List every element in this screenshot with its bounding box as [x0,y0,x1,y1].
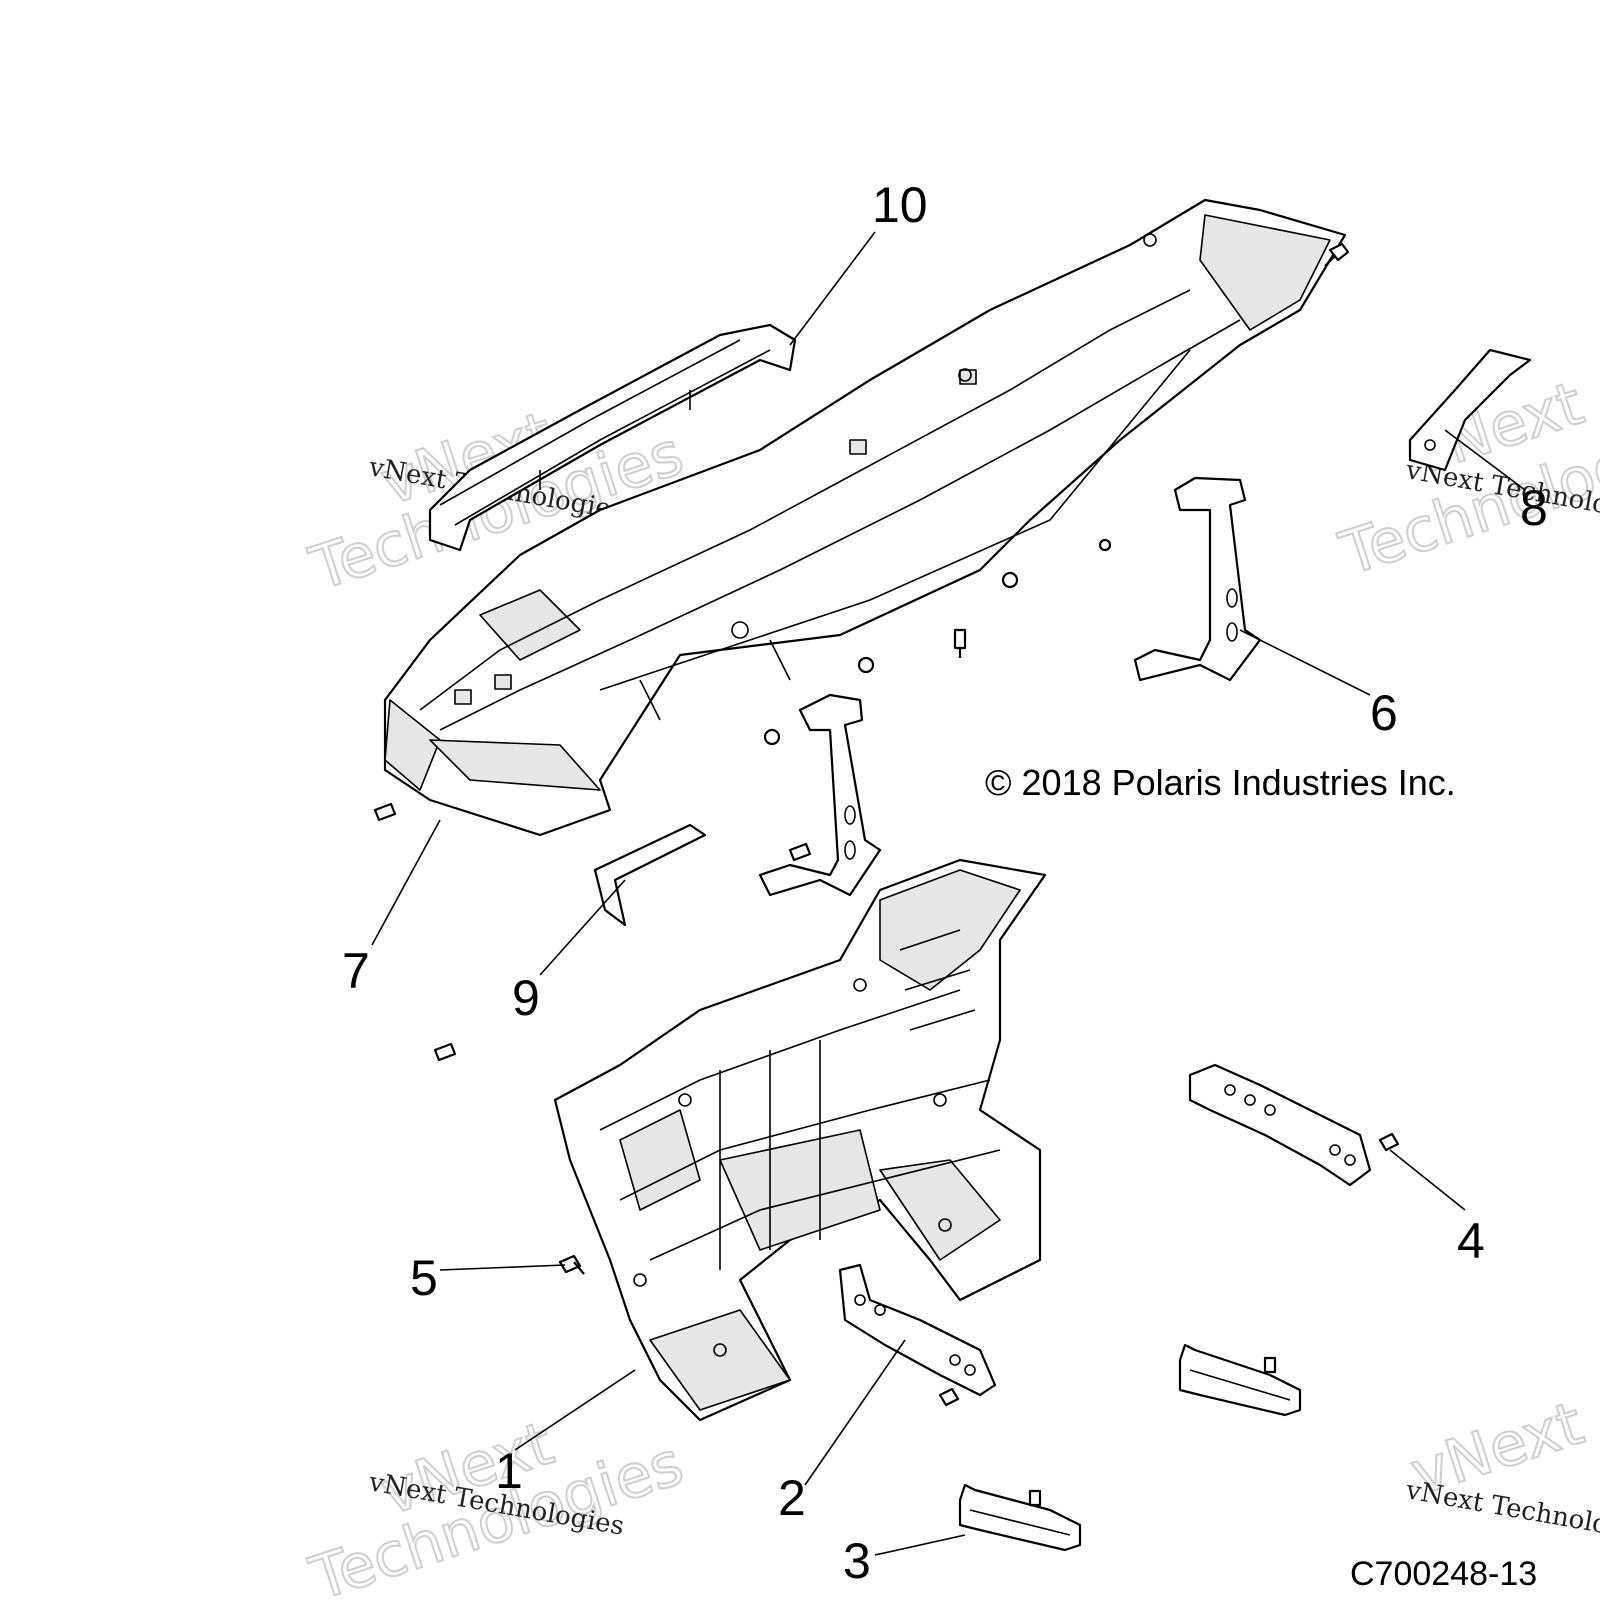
callout-1: 1 [495,1443,523,1499]
callout-5: 5 [410,1250,438,1306]
part-10-rail [428,323,797,552]
callout-6: 6 [1370,685,1398,741]
callout-2: 2 [778,1470,806,1526]
leader-lines [371,231,1526,1556]
copyright-notice: © 2018 Polaris Industries Inc. [985,762,1456,803]
drawing-code: C700248-13 [1350,1555,1537,1593]
part-3-step-bracket [958,1483,1082,1552]
part-1-lower-cover [553,858,1047,1422]
part-5-screw [558,1254,585,1275]
fasteners [373,242,1350,1062]
watermark-bottom-right: vNext vNext Technologies [1402,1388,1600,1550]
watermark-bottom-left: vNext Technologies vNext Technologies [301,1408,692,1600]
part-4-strap [1188,1063,1400,1187]
callout-4: 4 [1457,1213,1485,1269]
callouts: 10 6 8 7 9 4 5 1 2 3 [342,177,1548,1589]
part-2-strap [838,1263,997,1407]
step-bracket-right [1178,1343,1302,1417]
part-6-bracket [1133,476,1262,682]
part-7-bumper [383,198,1347,837]
callout-10: 10 [872,177,928,233]
callout-3: 3 [843,1533,871,1589]
callout-8: 8 [1520,480,1548,536]
callout-9: 9 [512,970,540,1026]
callout-7: 7 [342,943,370,999]
part-9-bracket [593,823,707,927]
part-8-bracket [1408,348,1532,472]
watermark-line: vNext Technologies [1403,1475,1600,1550]
center-bracket [758,693,882,897]
